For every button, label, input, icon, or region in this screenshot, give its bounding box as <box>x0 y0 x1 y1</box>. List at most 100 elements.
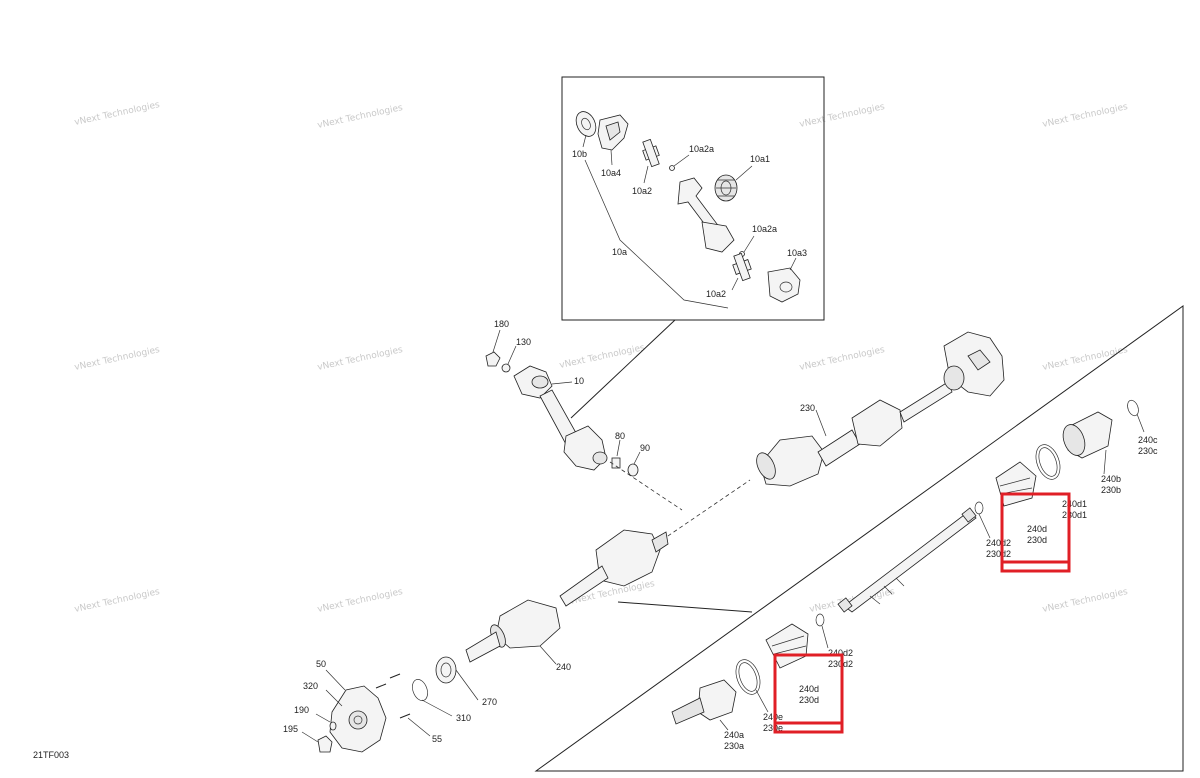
detail-connector <box>617 601 753 613</box>
part-clamp-ring-upper <box>1035 444 1061 480</box>
watermark: vNext Technologies <box>1042 587 1129 615</box>
callout-240e: 240e <box>763 712 783 722</box>
watermark: vNext Technologies <box>74 100 161 128</box>
part-230-halfshaft <box>756 381 953 487</box>
part-240e-clamp-ring <box>735 659 761 695</box>
callout-240b: 240b <box>1101 474 1121 484</box>
figure-code: 21TF003 <box>33 750 69 760</box>
part-50-hub <box>325 669 387 753</box>
callout-10a2a-top: 10a2a <box>689 144 714 154</box>
inset-connector <box>570 319 676 419</box>
watermark-text: vNext Technologies <box>317 345 404 373</box>
part-10a-shaft <box>677 177 735 253</box>
part-240b-housing <box>1062 411 1113 475</box>
watermark: vNext Technologies <box>799 102 886 130</box>
watermark: vNext Technologies <box>74 345 161 373</box>
part-240a-outer-joint <box>671 679 737 731</box>
highlight-box-lower <box>773 653 844 734</box>
watermark-text: vNext Technologies <box>74 100 161 128</box>
part-130-bolt <box>501 345 517 373</box>
part-10a1-boot <box>714 165 753 202</box>
axis-line-b <box>661 479 751 541</box>
callout-240d2-lower: 240d2 <box>828 648 853 658</box>
part-55-bolts <box>375 673 431 737</box>
part-knuckle <box>943 331 1005 397</box>
part-10a2-cross-top <box>642 138 660 184</box>
part-10a2a-fitting-top <box>669 165 675 171</box>
callout-240d-lower: 240d <box>799 684 819 694</box>
watermark-text: vNext Technologies <box>317 103 404 131</box>
callout-10a2a-bottom: 10a2a <box>752 224 777 234</box>
part-240c-circlip <box>1127 399 1145 433</box>
detail-240-exploded: 240c 230c 240b 230b 240d1 230d1 240d 230… <box>534 305 1184 772</box>
watermark-text: vNext Technologies <box>74 345 161 373</box>
callout-10a2-bottom: 10a2 <box>706 289 726 299</box>
part-240-halfshaft <box>465 529 669 665</box>
part-310-circlip <box>412 679 453 717</box>
callout-230: 230 <box>800 403 815 413</box>
leader-10a <box>584 159 729 309</box>
callout-130: 130 <box>516 337 531 347</box>
callout-10a2-top: 10a2 <box>632 186 652 196</box>
part-180-nut <box>485 329 501 367</box>
callout-80: 80 <box>615 431 625 441</box>
watermark: vNext Technologies <box>1042 345 1129 373</box>
callout-230b: 230b <box>1101 485 1121 495</box>
callout-230d1: 230d1 <box>1062 510 1087 520</box>
callout-10b: 10b <box>572 149 587 159</box>
part-10a4-yoke <box>597 114 629 166</box>
highlight-box-upper <box>1000 492 1071 573</box>
part-270-bearing <box>435 656 479 701</box>
watermark: vNext Technologies <box>317 103 404 131</box>
callout-240c: 240c <box>1138 435 1158 445</box>
part-240d2-clamp-upper <box>974 501 984 515</box>
watermark: vNext Technologies <box>317 587 404 615</box>
callout-50: 50 <box>316 659 326 669</box>
leader-320 <box>325 689 343 707</box>
watermark: vNext Technologies <box>74 587 161 615</box>
watermark-text: vNext Technologies <box>1042 345 1129 373</box>
callout-180: 180 <box>494 319 509 329</box>
detail-frame <box>534 305 1184 772</box>
callout-230a: 230a <box>724 741 744 751</box>
watermark: vNext Technologies <box>317 345 404 373</box>
watermark-text: vNext Technologies <box>1042 587 1129 615</box>
part-190-washer <box>329 721 337 731</box>
watermark: vNext Technologies <box>799 345 886 373</box>
callout-230d-lower: 230d <box>799 695 819 705</box>
watermark: vNext Technologies <box>559 343 646 371</box>
callout-195: 195 <box>283 724 298 734</box>
callout-190: 190 <box>294 705 309 715</box>
part-240d-boot-lower <box>765 623 809 669</box>
callout-10a4: 10a4 <box>601 168 621 178</box>
callout-310: 310 <box>456 713 471 723</box>
part-90-washer <box>627 451 641 477</box>
callout-90: 90 <box>640 443 650 453</box>
callout-240d-upper: 240d <box>1027 524 1047 534</box>
part-axle-bar <box>837 507 977 613</box>
main-assembly: 180 130 10 80 90 230 240 50 320 190 195 … <box>283 319 1005 753</box>
callout-270: 270 <box>482 697 497 707</box>
watermark-text: vNext Technologies <box>799 345 886 373</box>
watermark-text: vNext Technologies <box>559 343 646 371</box>
callout-230d-upper: 230d <box>1027 535 1047 545</box>
part-10a2-cross-bottom <box>731 252 752 291</box>
callout-10a3: 10a3 <box>787 248 807 258</box>
callout-240: 240 <box>556 662 571 672</box>
watermark-text: vNext Technologies <box>74 587 161 615</box>
watermark-text: vNext Technologies <box>317 587 404 615</box>
watermark-text: vNext Technologies <box>1042 102 1129 130</box>
inset-frame <box>561 76 825 321</box>
callout-230d2-upper: 230d2 <box>986 549 1011 559</box>
part-10-driveshaft <box>513 365 608 471</box>
callout-320: 320 <box>303 681 318 691</box>
callout-230c: 230c <box>1138 446 1158 456</box>
callout-10: 10 <box>574 376 584 386</box>
part-195-nut <box>301 731 333 753</box>
callout-230e: 230e <box>763 723 783 733</box>
part-10b-flange <box>575 111 597 148</box>
watermark-text: vNext Technologies <box>799 102 886 130</box>
callout-10a1: 10a1 <box>750 154 770 164</box>
callout-10a: 10a <box>612 247 627 257</box>
